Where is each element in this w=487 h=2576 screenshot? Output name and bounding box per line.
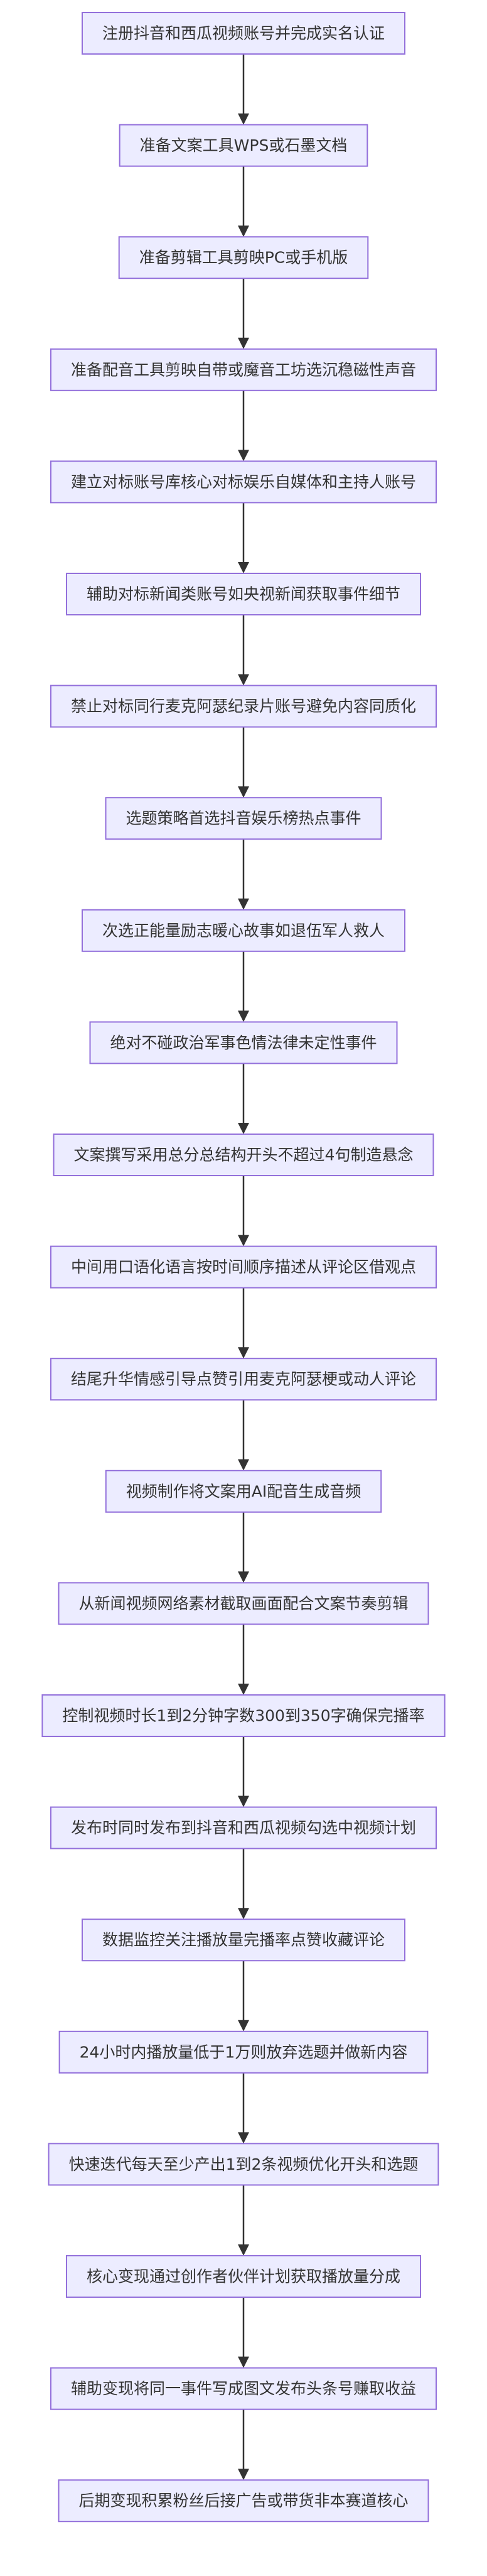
flow-node: 辅助变现将同一事件写成图文发布头条号赚取收益 bbox=[50, 2367, 437, 2410]
arrowhead-icon bbox=[238, 337, 249, 349]
arrowhead-icon bbox=[238, 1123, 249, 1134]
flow-node-box bbox=[41, 1694, 446, 1737]
arrowhead-icon bbox=[238, 1795, 249, 1807]
flow-node-box bbox=[50, 1358, 437, 1401]
flow-node-box bbox=[119, 124, 368, 167]
flow-node-box bbox=[48, 2143, 439, 2186]
arrowhead-icon bbox=[238, 1908, 249, 1920]
flow-node-label: 核心变现通过创作者伙伴计划获取播放量分成 bbox=[87, 2268, 400, 2286]
arrowhead-icon bbox=[238, 898, 249, 910]
flow-node: 禁止对标同行麦克阿瑟纪录片账号避免内容同质化 bbox=[50, 685, 437, 728]
arrowhead-icon bbox=[238, 2356, 249, 2368]
arrowhead-icon bbox=[238, 225, 249, 237]
flow-node-label: 中间用口语化语言按时间顺序描述从评论区借观点 bbox=[71, 1258, 416, 1276]
arrowhead-icon bbox=[238, 1459, 249, 1471]
flow-node-label: 从新闻视频网络素材截取画面配合文案节奏剪辑 bbox=[78, 1594, 408, 1613]
flow-node: 核心变现通过创作者伙伴计划获取播放量分成 bbox=[65, 2255, 422, 2298]
flow-node: 24小时内播放量低于1万则放弃选题并做新内容 bbox=[58, 2030, 429, 2074]
flow-node: 后期变现积累粉丝后接广告或带货非本赛道核心 bbox=[58, 2479, 429, 2523]
flow-node: 辅助对标新闻类账号如央视新闻获取事件细节 bbox=[65, 573, 422, 615]
flow-node-box bbox=[89, 1021, 398, 1064]
flow-node-box bbox=[65, 2255, 422, 2298]
flow-node: 从新闻视频网络素材截取画面配合文案节奏剪辑 bbox=[58, 1582, 429, 1625]
flow-node-label: 次选正能量励志暖心故事如退伍军人救人 bbox=[102, 921, 385, 939]
arrowhead-icon bbox=[238, 2132, 249, 2144]
flow-node: 次选正能量励志暖心故事如退伍军人救人 bbox=[81, 909, 406, 952]
flow-node-box bbox=[58, 2030, 429, 2074]
flow-node-box bbox=[58, 1582, 429, 1625]
flow-node: 数据监控关注播放量完播率点赞收藏评论 bbox=[81, 1918, 406, 1962]
arrowhead-icon bbox=[238, 1347, 249, 1359]
flow-node-label: 快速迭代每天至少产出1到2条视频优化开头和选题 bbox=[69, 2155, 419, 2173]
flow-node: 准备剪辑工具剪映PC或手机版 bbox=[118, 236, 369, 279]
arrowhead-icon bbox=[238, 786, 249, 798]
nodes-layer: 注册抖音和西瓜视频账号并完成实名认证准备文案工具WPS或石墨文档准备剪辑工具剪映… bbox=[41, 12, 446, 2523]
flow-node-label: 视频制作将文案用AI配音生成音频 bbox=[126, 1482, 361, 1500]
flow-node: 注册抖音和西瓜视频账号并完成实名认证 bbox=[81, 12, 406, 55]
edges-layer bbox=[238, 54, 249, 2481]
flow-node-label: 辅助对标新闻类账号如央视新闻获取事件细节 bbox=[87, 585, 400, 603]
flow-node-label: 建立对标账号库核心对标娱乐自媒体和主持人账号 bbox=[71, 473, 416, 491]
flow-node-box bbox=[50, 460, 437, 504]
flow-node-label: 绝对不碰政治军事色情法律未定性事件 bbox=[110, 1034, 377, 1052]
flow-node-label: 禁止对标同行麦克阿瑟纪录片账号避免内容同质化 bbox=[71, 697, 416, 715]
flow-node-box bbox=[81, 12, 406, 55]
flow-node-box bbox=[105, 797, 382, 840]
flow-node: 控制视频时长1到2分钟字数300到350字确保完播率 bbox=[41, 1694, 446, 1737]
flow-node-label: 控制视频时长1到2分钟字数300到350字确保完播率 bbox=[62, 1707, 424, 1725]
arrowhead-icon bbox=[238, 1010, 249, 1022]
flow-node-box bbox=[65, 573, 422, 615]
flow-node: 建立对标账号库核心对标娱乐自媒体和主持人账号 bbox=[50, 460, 437, 504]
flow-node-box bbox=[81, 1918, 406, 1962]
flow-node-label: 后期变现积累粉丝后接广告或带货非本赛道核心 bbox=[78, 2492, 408, 2510]
arrowhead-icon bbox=[238, 562, 249, 573]
arrowhead-icon bbox=[238, 1235, 249, 1247]
flow-node: 结尾升华情感引导点赞引用麦克阿瑟梗或动人评论 bbox=[50, 1358, 437, 1401]
flow-node-box bbox=[50, 2367, 437, 2410]
flow-node-box bbox=[50, 1245, 437, 1289]
flow-node: 文案撰写采用总分总结构开头不超过4句制造悬念 bbox=[53, 1134, 434, 1176]
flow-node: 视频制作将文案用AI配音生成音频 bbox=[105, 1469, 382, 1513]
flow-node-label: 注册抖音和西瓜视频账号并完成实名认证 bbox=[102, 24, 385, 43]
arrowhead-icon bbox=[238, 674, 249, 686]
flow-node: 快速迭代每天至少产出1到2条视频优化开头和选题 bbox=[48, 2143, 439, 2186]
flow-node-label: 选题策略首选抖音娱乐榜热点事件 bbox=[126, 809, 361, 828]
flow-node: 选题策略首选抖音娱乐榜热点事件 bbox=[105, 797, 382, 840]
flow-node: 绝对不碰政治军事色情法律未定性事件 bbox=[89, 1021, 398, 1064]
arrowhead-icon bbox=[238, 450, 249, 462]
flow-node: 中间用口语化语言按时间顺序描述从评论区借观点 bbox=[50, 1245, 437, 1289]
flow-node-box bbox=[118, 236, 369, 279]
flow-node-box bbox=[81, 909, 406, 952]
flow-node-label: 准备文案工具WPS或石墨文档 bbox=[140, 136, 348, 154]
flow-node-box bbox=[50, 348, 437, 391]
flow-node-label: 结尾升华情感引导点赞引用麦克阿瑟梗或动人评论 bbox=[71, 1370, 416, 1388]
flow-node: 发布时同时发布到抖音和西瓜视频勾选中视频计划 bbox=[50, 1806, 437, 1849]
arrowhead-icon bbox=[238, 2469, 249, 2481]
flow-node-box bbox=[50, 1806, 437, 1849]
flow-node-label: 文案撰写采用总分总结构开头不超过4句制造悬念 bbox=[74, 1146, 414, 1164]
arrowhead-icon bbox=[238, 113, 249, 125]
flow-node: 准备配音工具剪映自带或魔音工坊选沉稳磁性声音 bbox=[50, 348, 437, 391]
arrowhead-icon bbox=[238, 2244, 249, 2256]
flow-node-label: 准备剪辑工具剪映PC或手机版 bbox=[139, 249, 348, 267]
arrowhead-icon bbox=[238, 2020, 249, 2032]
flow-node-label: 发布时同时发布到抖音和西瓜视频勾选中视频计划 bbox=[71, 1819, 416, 1837]
arrowhead-icon bbox=[238, 1571, 249, 1583]
flow-node: 准备文案工具WPS或石墨文档 bbox=[119, 124, 368, 167]
flow-node-box bbox=[50, 685, 437, 728]
flow-node-label: 辅助变现将同一事件写成图文发布头条号赚取收益 bbox=[71, 2379, 416, 2398]
flow-node-label: 准备配音工具剪映自带或魔音工坊选沉稳磁性声音 bbox=[71, 360, 416, 379]
flow-node-box bbox=[53, 1134, 434, 1176]
flow-node-label: 24小时内播放量低于1万则放弃选题并做新内容 bbox=[80, 2043, 408, 2061]
flow-node-label: 数据监控关注播放量完播率点赞收藏评论 bbox=[102, 1931, 385, 1949]
arrowhead-icon bbox=[238, 1684, 249, 1695]
flow-node-box bbox=[105, 1469, 382, 1513]
flow-node-box bbox=[58, 2479, 429, 2523]
